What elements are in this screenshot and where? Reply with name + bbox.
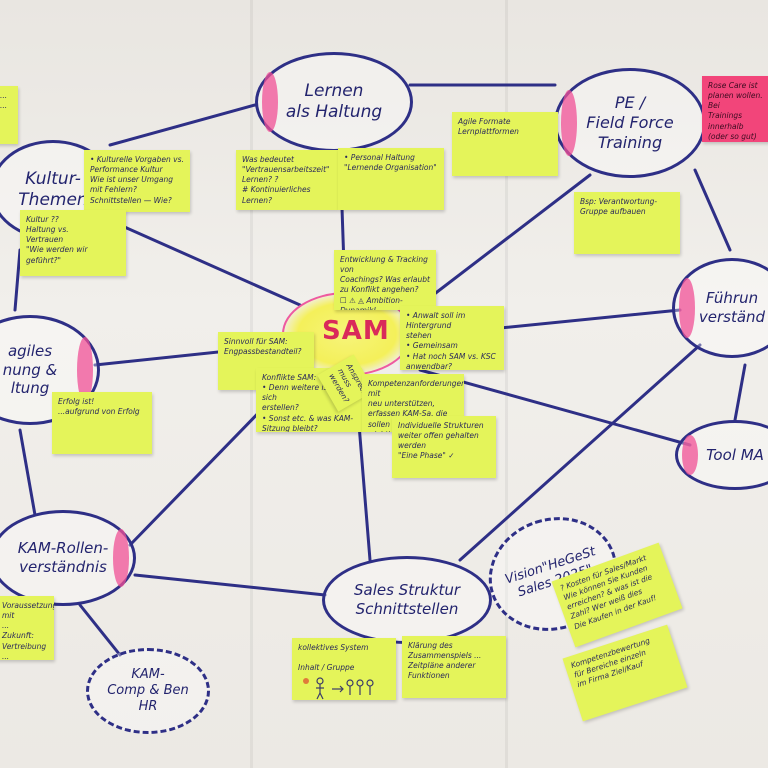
sticky-note-pink: Rose Care ist planen wollen. Bei Trainin… [702,76,768,142]
sticky-note-left-top: ... ... [0,86,18,144]
node-label: PE / Field Force Training [586,93,674,152]
node-kam-comp-ben: KAM- Comp & Ben HR [86,648,210,734]
line-sam-tool [418,368,692,447]
sticky-note-kompetenz: Kompetenzanforderungen mit neu unterstüt… [362,374,464,432]
node-label: KAM- Comp & Ben HR [107,666,189,715]
line-kultur-agiles [13,248,22,312]
sticky-note-pe-beispiel: Bsp: Verantwortung- Gruppe aufbauen [574,192,680,254]
sticky-note-kultur-top: • Kulturelle Vorgaben vs. Performance Ku… [84,150,190,212]
sticky-note-kollektives-system: kollektives System Inhalt / Gruppe [292,638,396,700]
node-label: Tool MA [706,445,764,464]
node-fuehrung: Führun verständ [672,258,768,358]
line-fuehrung-tool [733,363,747,422]
line-kultur-sam [118,223,302,307]
pink-highlight [561,89,577,157]
line-fuehrung-sales [458,343,702,562]
stick-figures-icon [303,677,374,700]
sticky-note-kam-left: Voraussetzung mit ... Zukunft: Vertreibu… [0,596,54,660]
pink-highlight [262,71,278,133]
node-label: Sales Struktur Schnittstellen [353,581,460,618]
sticky-note-individuelle: Individuelle Strukturen weiter offen geh… [392,416,496,478]
pink-highlight [113,529,129,587]
line-lernen-kultur [108,103,257,147]
node-kam-rollenverstaendnis: KAM-Rollen- verständnis [0,510,136,606]
node-lernen-als-haltung: Lernen als Haltung [255,52,413,152]
node-label: Kultur- Themen [18,168,88,210]
node-label: Führun verständ [698,289,766,326]
paper-seam [505,0,508,768]
node-sales-struktur: Sales Struktur Schnittstellen [322,556,492,644]
sam-label: SAM [322,316,390,346]
node-pe-field-force: PE / Field Force Training [554,68,706,178]
pink-highlight [679,277,695,339]
line-pe-fuehrung [693,168,732,252]
sticky-note-klaerung: Klärung des Zusammenspiels ... Zeitpläne… [402,636,506,698]
sticky-note-agile-formate: Agile Formate Lernplattformen [452,112,558,176]
sticky-note-kultur-mid: Kultur ?? Haltung vs. Vertrauen "Wie wer… [20,210,126,276]
sticky-note-erfolg: Erfolg ist! ...aufgrund von Erfolg [52,392,152,454]
node-label: Lernen als Haltung [285,80,383,122]
node-tool-ma: Tool MA [675,420,768,490]
line-pe-sam [418,173,592,307]
node-label: KAM-Rollen- verständnis [17,539,109,576]
pink-highlight [77,336,93,404]
sticky-note-anwalt: • Anwalt soll im Hintergrund stehen • Ge… [400,306,504,370]
pink-highlight [682,434,698,476]
line-kam-comp [78,603,122,657]
line-agiles-kam [18,428,37,517]
sticky-note-entwicklung: Entwicklung & Tracking von Coachings? Wa… [334,250,436,310]
line-kam-sales [133,573,327,597]
sticky-note-personal-haltung: • Personal Haltung "Lernende Organisatio… [338,148,444,210]
node-label: agiles nung & ltung [2,341,58,398]
sticky-note-was-bedeutet: Was bedeutet "Vertrauensarbeitszeit" Ler… [236,150,338,210]
